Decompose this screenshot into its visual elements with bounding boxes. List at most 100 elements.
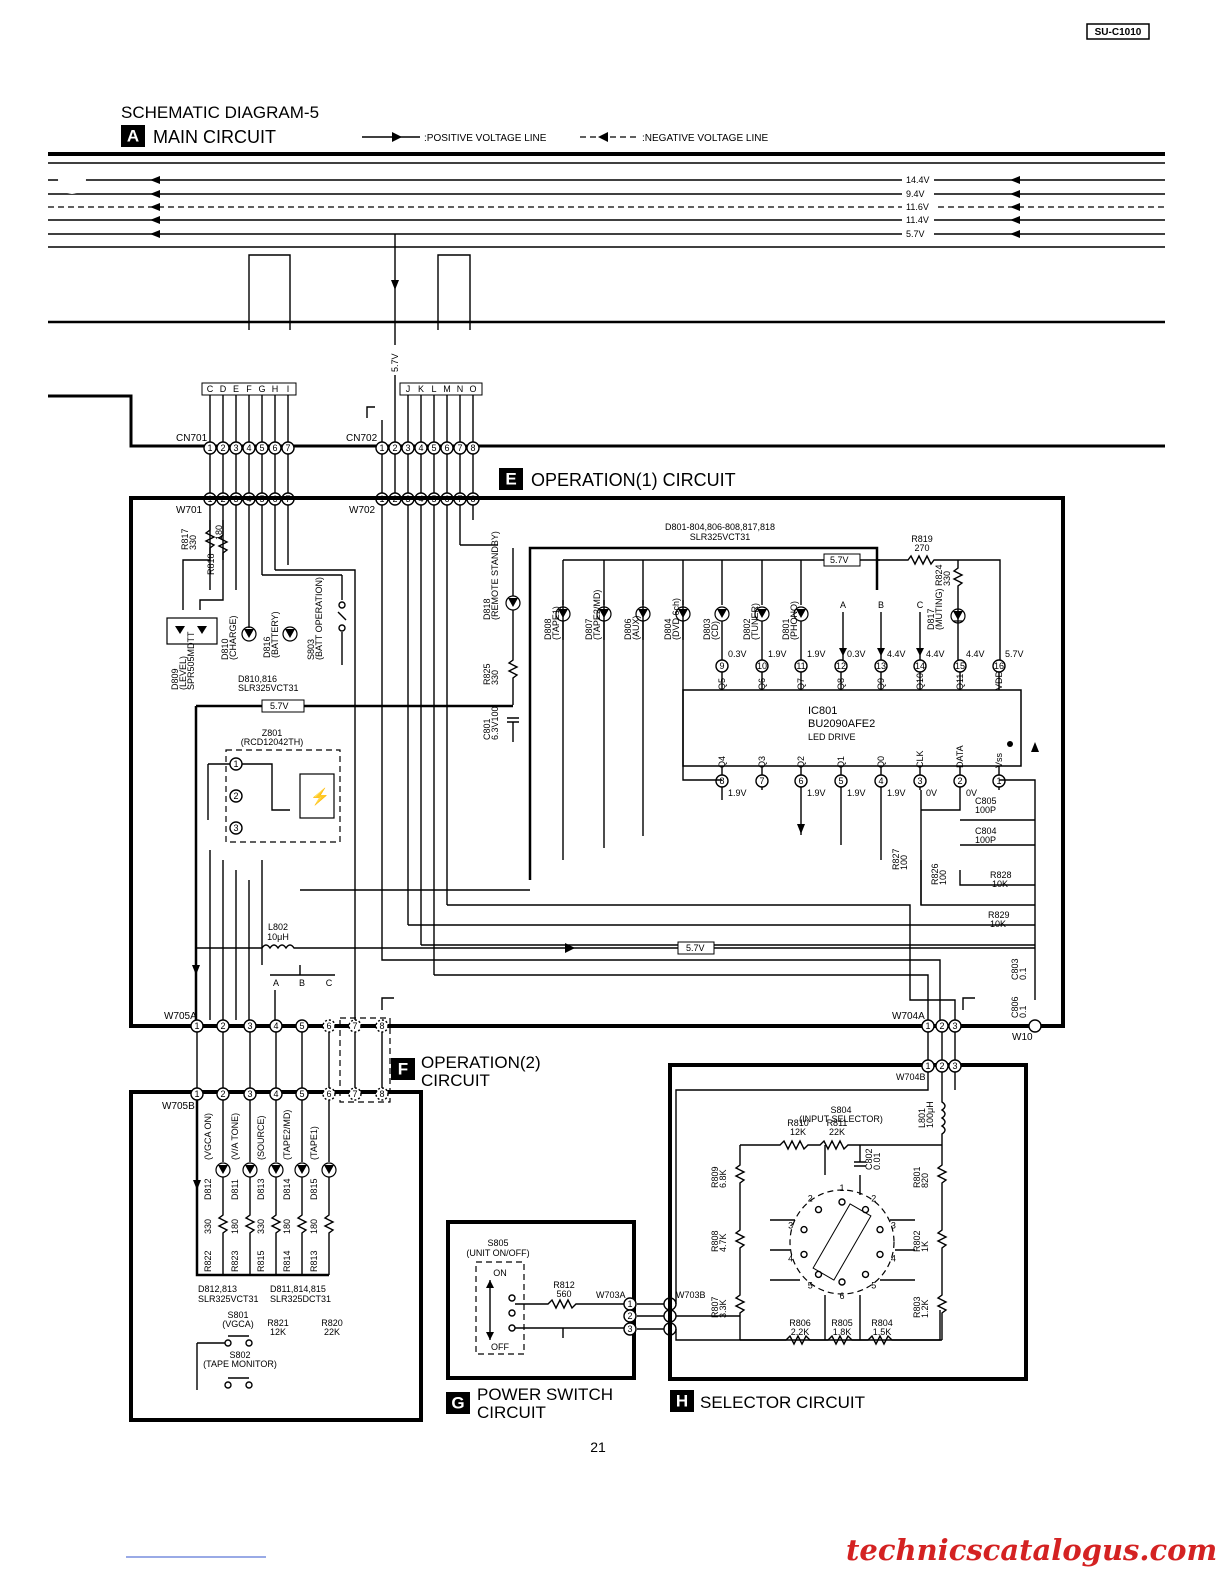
- cn701-branch: [248, 254, 291, 330]
- ic-pin: [913, 774, 927, 788]
- r801-r802-r803-chain: [936, 1145, 948, 1340]
- svg-text:D: D: [220, 384, 227, 394]
- connector-pin: [255, 441, 269, 455]
- r801-value: 820: [920, 1173, 930, 1188]
- r818-value: 180: [214, 525, 224, 540]
- w704a-label: W704A: [892, 1011, 925, 1022]
- switch-contact: [861, 1270, 870, 1279]
- r809-ref: R809: [710, 1166, 720, 1188]
- connector-pin: [453, 441, 467, 455]
- r829-value: 10K: [990, 919, 1006, 929]
- legend-positive-arrow: [392, 132, 402, 142]
- resistor-value: 180: [309, 1219, 319, 1234]
- d818-led-icon: [505, 595, 521, 611]
- connector-pin-number: 3: [247, 1089, 252, 1099]
- connector-pin: [216, 441, 230, 455]
- w10-pin: [1028, 1019, 1042, 1033]
- cn702-wires: [381, 395, 474, 975]
- ic-pin: [715, 774, 729, 788]
- r826-value: 100: [938, 870, 948, 885]
- connector-pin-number: 5: [259, 443, 264, 453]
- switch-contact-number: 1: [839, 1183, 844, 1193]
- led-function: (PHONO): [789, 601, 799, 640]
- ic-pin-name: Q1: [836, 756, 846, 768]
- led-function: (V/A TONE): [230, 1113, 240, 1160]
- l801-inductor: [940, 1072, 946, 1145]
- d809-fn: (LEVEL): [178, 656, 188, 690]
- ic-pin-number: 11: [796, 661, 805, 671]
- connector-pin: [203, 441, 217, 455]
- r821-value: 12K: [270, 1327, 286, 1337]
- r828-ref: R828: [990, 870, 1012, 880]
- led-ref: D803: [702, 618, 712, 640]
- resistor-value: 180: [282, 1219, 292, 1234]
- l802-ref: L802: [268, 922, 288, 932]
- ic-pin-voltage: 1.9V: [728, 788, 747, 798]
- diagram-title: SCHEMATIC DIAGRAM-5: [121, 103, 319, 122]
- r808-value: 4.7K: [718, 1233, 728, 1252]
- vdd-arrow: [1031, 742, 1039, 752]
- switch-contact-number: 3: [891, 1220, 896, 1230]
- c802-value: 0.01: [872, 1152, 882, 1170]
- vcc-arrow-1: [391, 280, 399, 290]
- d810-816-part: SLR325VCT31: [238, 683, 299, 693]
- ic-pin-voltage: 0V: [926, 788, 937, 798]
- led-function: (SOURCE): [256, 1115, 266, 1160]
- ic801-bottom-pins: 81.9VQ47Q361.9VQ251.9VQ141.9VQ030VCLK20V…: [715, 745, 1006, 798]
- resistor-value: 180: [230, 1219, 240, 1234]
- r825-resistor: [507, 610, 519, 705]
- s805-on: ON: [493, 1268, 507, 1278]
- r826-ref: R826: [930, 863, 940, 885]
- gnd-cn702: [366, 406, 375, 418]
- ic-pin-number: 15: [955, 661, 965, 671]
- ic-pin-name: Q10: [915, 673, 925, 690]
- led-group-part: SLR325VCT31: [690, 532, 751, 542]
- switch-contact-number: 6: [839, 1291, 844, 1301]
- svg-text:I: I: [287, 384, 290, 394]
- s804-fn: (INPUT SELECTOR): [799, 1114, 883, 1124]
- ic-pin-voltage: 1.9V: [807, 788, 826, 798]
- w705-interconnect: [196, 1032, 383, 1088]
- rail-arrows: [150, 176, 1020, 238]
- resistor-ref: R814: [282, 1250, 292, 1272]
- ic-pin-voltage: 1.9V: [807, 649, 826, 659]
- connector-pin-number: 5: [431, 443, 436, 453]
- section-e-badge: [499, 468, 523, 490]
- main-bus-lower: [48, 394, 1165, 448]
- ic-pin-name: Q0: [876, 756, 886, 768]
- ic801-bottom-routing: [408, 779, 1036, 1000]
- s805-frame: [475, 1261, 525, 1355]
- f-ground-bus: [195, 1100, 329, 1277]
- ic-pin: [992, 659, 1006, 673]
- r828-value: 10K: [992, 879, 1008, 889]
- d816-fn: (BATTERY): [270, 611, 280, 658]
- c803-value: 0.1: [1018, 967, 1028, 980]
- connector-pin: [348, 1087, 362, 1101]
- r806-ref: R806: [789, 1318, 811, 1328]
- ic-pin-name: Q8: [836, 678, 846, 690]
- led-function: (TAPE1): [551, 606, 561, 640]
- resistor: [323, 1177, 335, 1275]
- s805-off: OFF: [491, 1342, 509, 1352]
- d810-fn: (CHARGE): [228, 615, 238, 660]
- r819-ref: R819: [911, 534, 933, 544]
- ic-pin: [874, 659, 888, 673]
- section-h-badge: [670, 1390, 694, 1412]
- svg-text:1: 1: [233, 759, 238, 769]
- e-routing: [209, 520, 956, 1020]
- d818-ref: D818: [482, 598, 492, 620]
- r819-value: 270: [914, 543, 929, 553]
- svg-text:K: K: [418, 384, 424, 394]
- connector-pin: [427, 441, 441, 455]
- c805-ref: C805: [975, 796, 997, 806]
- r820-ref: R820: [321, 1318, 343, 1328]
- r829-ref: R829: [988, 910, 1010, 920]
- r803-value: 1.2K: [920, 1299, 930, 1318]
- connector-pin-number: 5: [299, 1089, 304, 1099]
- cn702-letter-frame: [399, 382, 483, 396]
- ic-pin-number: 14: [915, 661, 925, 671]
- r805-ref: R805: [831, 1318, 853, 1328]
- vcc-5v7-label: 5.7V: [390, 353, 400, 372]
